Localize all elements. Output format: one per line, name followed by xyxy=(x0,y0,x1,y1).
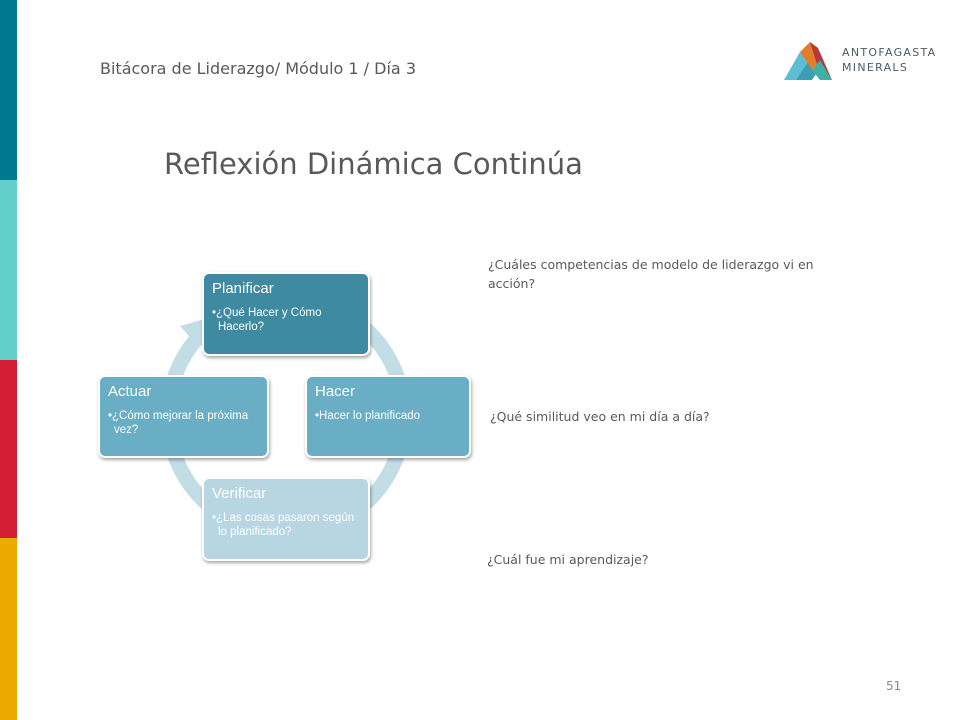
cycle-arrowhead-icon xyxy=(180,318,208,344)
company-logo: ANTOFAGASTA MINERALS xyxy=(782,40,935,84)
step-actuar-item: •¿Cómo mejorar la próxima vez? xyxy=(108,410,249,436)
page-number: 51 xyxy=(886,679,902,693)
step-planificar-title: Planificar xyxy=(212,280,274,297)
step-hacer: Hacer •Hacer lo planificado xyxy=(305,375,471,458)
side-bar-red xyxy=(0,360,17,538)
step-planificar: Planificar •¿Qué Hacer y Cómo Hacerlo? xyxy=(202,272,370,356)
question-competencias: ¿Cuáles competencias de modelo de lidera… xyxy=(488,257,814,291)
question-aprendizaje: ¿Cuál fue mi aprendizaje? xyxy=(487,552,649,567)
step-actuar-title: Actuar xyxy=(108,383,152,400)
step-actuar: Actuar •¿Cómo mejorar la próxima vez? xyxy=(98,375,269,458)
side-color-bar xyxy=(0,0,17,720)
side-bar-yellow xyxy=(0,538,17,720)
logo-line-2: MINERALS xyxy=(842,61,909,74)
step-verificar: Verificar •¿Las cosas pasaron según lo p… xyxy=(202,477,370,561)
question-similitud: ¿Qué similitud veo en mi día a día? xyxy=(490,409,710,424)
logo-line-1: ANTOFAGASTA xyxy=(842,46,937,59)
logo-text: ANTOFAGASTA MINERALS xyxy=(842,45,937,75)
step-hacer-item: •Hacer lo planificado xyxy=(315,410,421,422)
step-verificar-item: •¿Las cosas pasaron según lo planificado… xyxy=(212,512,355,538)
breadcrumb: Bitácora de Liderazgo/ Módulo 1 / Día 3 xyxy=(100,59,416,78)
side-bar-aqua xyxy=(0,180,17,360)
step-planificar-item: •¿Qué Hacer y Cómo Hacerlo? xyxy=(212,307,322,333)
page-title: Reflexión Dinámica Continúa xyxy=(164,147,583,181)
step-verificar-title: Verificar xyxy=(212,485,267,502)
step-hacer-title: Hacer xyxy=(315,383,356,400)
logo-mark-icon xyxy=(784,42,832,80)
side-bar-teal xyxy=(0,0,17,180)
